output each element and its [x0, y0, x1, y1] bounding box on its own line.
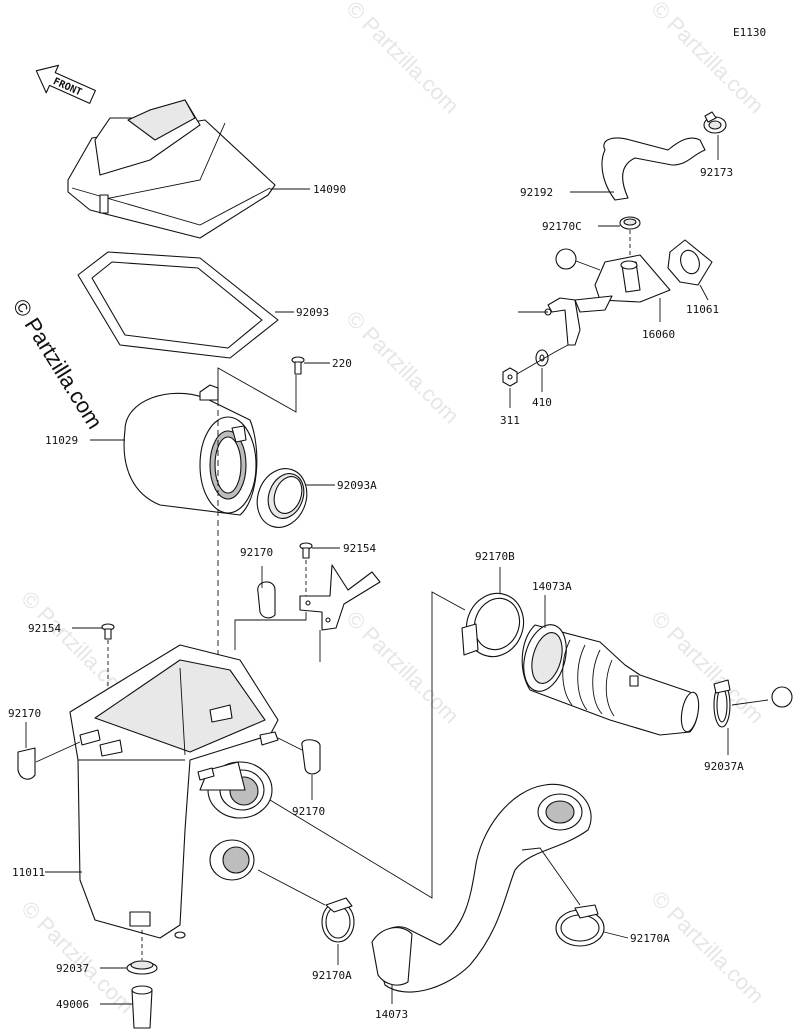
- watermark-1: © Partzilla.com: [341, 0, 464, 118]
- fuel-pump-bracket: [299, 564, 381, 631]
- partzilla-vertical-watermark: © Partzilla.com: [8, 294, 108, 433]
- air-box-11011: [69, 644, 279, 939]
- label-11011: 11011: [12, 866, 45, 879]
- label-92170A-bottom: 92170A: [312, 969, 352, 982]
- watermark-2: © Partzilla.com: [646, 0, 769, 118]
- ref-a-right: [771, 686, 793, 708]
- label-92037A: 92037A: [704, 760, 744, 773]
- label-92093A: 92093A: [337, 479, 377, 492]
- label-92154-left: 92154: [28, 622, 61, 635]
- bracket-16060: [544, 254, 671, 346]
- clamp-92170B: [461, 592, 525, 658]
- label-92154-right: 92154: [343, 542, 376, 555]
- label-11061: 11061: [686, 303, 719, 316]
- label-92170-top: 92170: [240, 546, 273, 559]
- clamp-92170C: [619, 216, 641, 230]
- clip-92170-left: [17, 747, 36, 780]
- label-14090: 14090: [313, 183, 346, 196]
- clip-92170-mid: [301, 739, 321, 775]
- seal-ring-92093A: [256, 468, 308, 528]
- label-92173: 92173: [700, 166, 733, 179]
- intake-duct-14073: [371, 783, 592, 993]
- ref-a-upper: [555, 248, 577, 270]
- clamp-92037: [126, 960, 158, 975]
- label-92093: 92093: [296, 306, 329, 319]
- washer-410: [535, 349, 549, 367]
- label-220: 220: [332, 357, 352, 370]
- label-92192: 92192: [520, 186, 553, 199]
- label-92170-mid: 92170: [292, 805, 325, 818]
- label-92037: 92037: [56, 962, 89, 975]
- label-14073: 14073: [375, 1008, 408, 1021]
- label-92170A-right: 92170A: [630, 932, 670, 945]
- boot-14073A: [521, 624, 700, 736]
- watermark-3: © Partzilla.com: [341, 306, 464, 429]
- bolt-92154-right: [299, 542, 313, 559]
- gasket-92093: [77, 251, 279, 359]
- label-92170C: 92170C: [542, 220, 582, 233]
- front-arrow: FRONT: [35, 64, 96, 104]
- label-16060: 16060: [642, 328, 675, 341]
- clamp-92037A: [713, 679, 731, 728]
- air-box-cover-14090: [67, 99, 276, 239]
- watermark-5: © Partzilla.com: [341, 606, 464, 729]
- gasket-11061: [667, 239, 713, 286]
- label-410: 410: [532, 396, 552, 409]
- label-92170-left: 92170: [8, 707, 41, 720]
- label-14073A: 14073A: [532, 580, 572, 593]
- watermark-8: © Partzilla.com: [646, 886, 769, 1009]
- air-filter-11029: [123, 384, 258, 516]
- hose-92192: [601, 137, 706, 201]
- label-92170B: 92170B: [475, 550, 515, 563]
- clip-92170-upper: [257, 581, 276, 619]
- diagram-code: E1130: [733, 26, 766, 39]
- clamp-92173: [703, 111, 727, 134]
- label-49006: 49006: [56, 998, 89, 1011]
- clamp-92170A-right: [555, 904, 605, 947]
- label-11029: 11029: [45, 434, 78, 447]
- clamp-92170A-bottom: [321, 897, 355, 943]
- drain-tube-49006: [131, 985, 153, 1029]
- nut-311: [502, 367, 518, 387]
- label-311: 311: [500, 414, 520, 427]
- screw-220: [291, 356, 305, 375]
- bolt-92154-left: [101, 623, 115, 640]
